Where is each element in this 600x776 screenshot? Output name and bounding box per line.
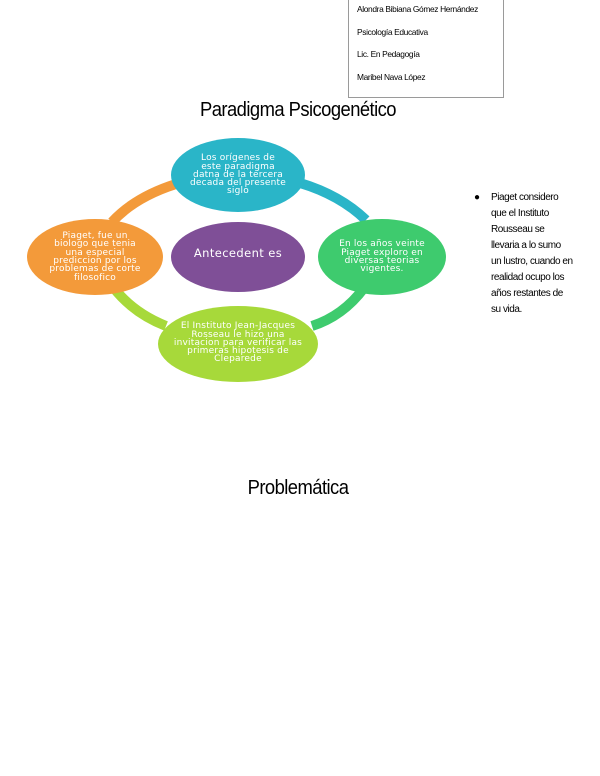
cycle-diagram: [27, 138, 446, 382]
node-top-text: Los orígenes de este paradigma datna de …: [190, 153, 286, 197]
arc-bottom-left: [109, 283, 168, 331]
arc-top-right: [298, 178, 370, 224]
node-right-text: En los años veinte Piaget exploro en div…: [339, 239, 425, 275]
arc-left-top: [108, 179, 178, 226]
author-info-box: Alondra Bibiana Gómez Hernández Psicolog…: [348, 0, 504, 98]
teacher-name: Maribel Nava López: [357, 71, 426, 82]
page-title: Paradigma Psicogenético: [200, 99, 397, 121]
node-top-shape: [171, 138, 305, 212]
section-title: Problemática: [247, 477, 349, 499]
center-label: Antecedent es: [193, 246, 283, 260]
bullet-dot-icon: ●: [474, 192, 481, 203]
node-left-text: Piaget, fue un biologo que tenia una esp…: [49, 231, 141, 283]
bullet-item: Piaget considero que el Instituto Rousse…: [491, 192, 573, 315]
author-name: Alondra Bibiana Gómez Hernández: [357, 4, 478, 14]
center-shape: [171, 222, 305, 292]
arc-right-bottom: [310, 284, 368, 331]
node-bottom-shape: [158, 306, 318, 382]
node-right-shape: [318, 219, 446, 295]
course-name: Psicología Educativa: [357, 26, 428, 37]
node-left-shape: [27, 219, 163, 295]
degree-name: Lic. En Pedagogía: [357, 49, 420, 59]
node-bottom-text: El Instituto Jean-Jacques Rosseau le hiz…: [173, 321, 303, 365]
